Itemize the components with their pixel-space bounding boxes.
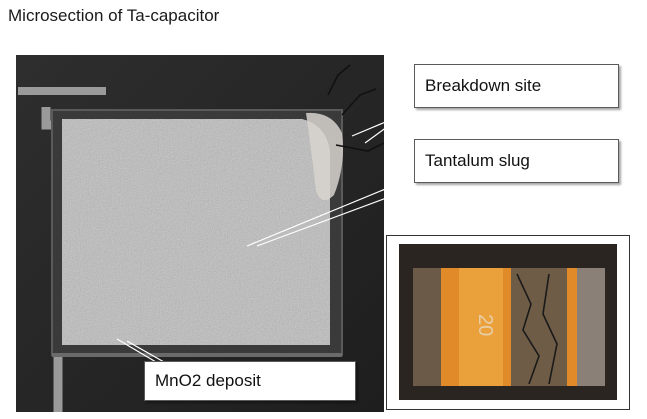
callout-breakdown-site: Breakdown site [414, 64, 619, 108]
callout-mno2-label: MnO2 deposit [155, 371, 261, 390]
inset-marking-text: 20 [474, 314, 496, 336]
microsection-image [16, 55, 384, 412]
inset-photo-frame: 20 [386, 235, 630, 410]
callout-slug-label: Tantalum slug [425, 151, 530, 170]
capacitor-photo: 20 [399, 244, 617, 400]
callout-tantalum-slug: Tantalum slug [414, 139, 619, 183]
callout-mno2-deposit: MnO2 deposit [144, 361, 356, 401]
callout-breakdown-label: Breakdown site [425, 76, 542, 95]
figure-title: Microsection of Ta-capacitor [8, 6, 220, 25]
